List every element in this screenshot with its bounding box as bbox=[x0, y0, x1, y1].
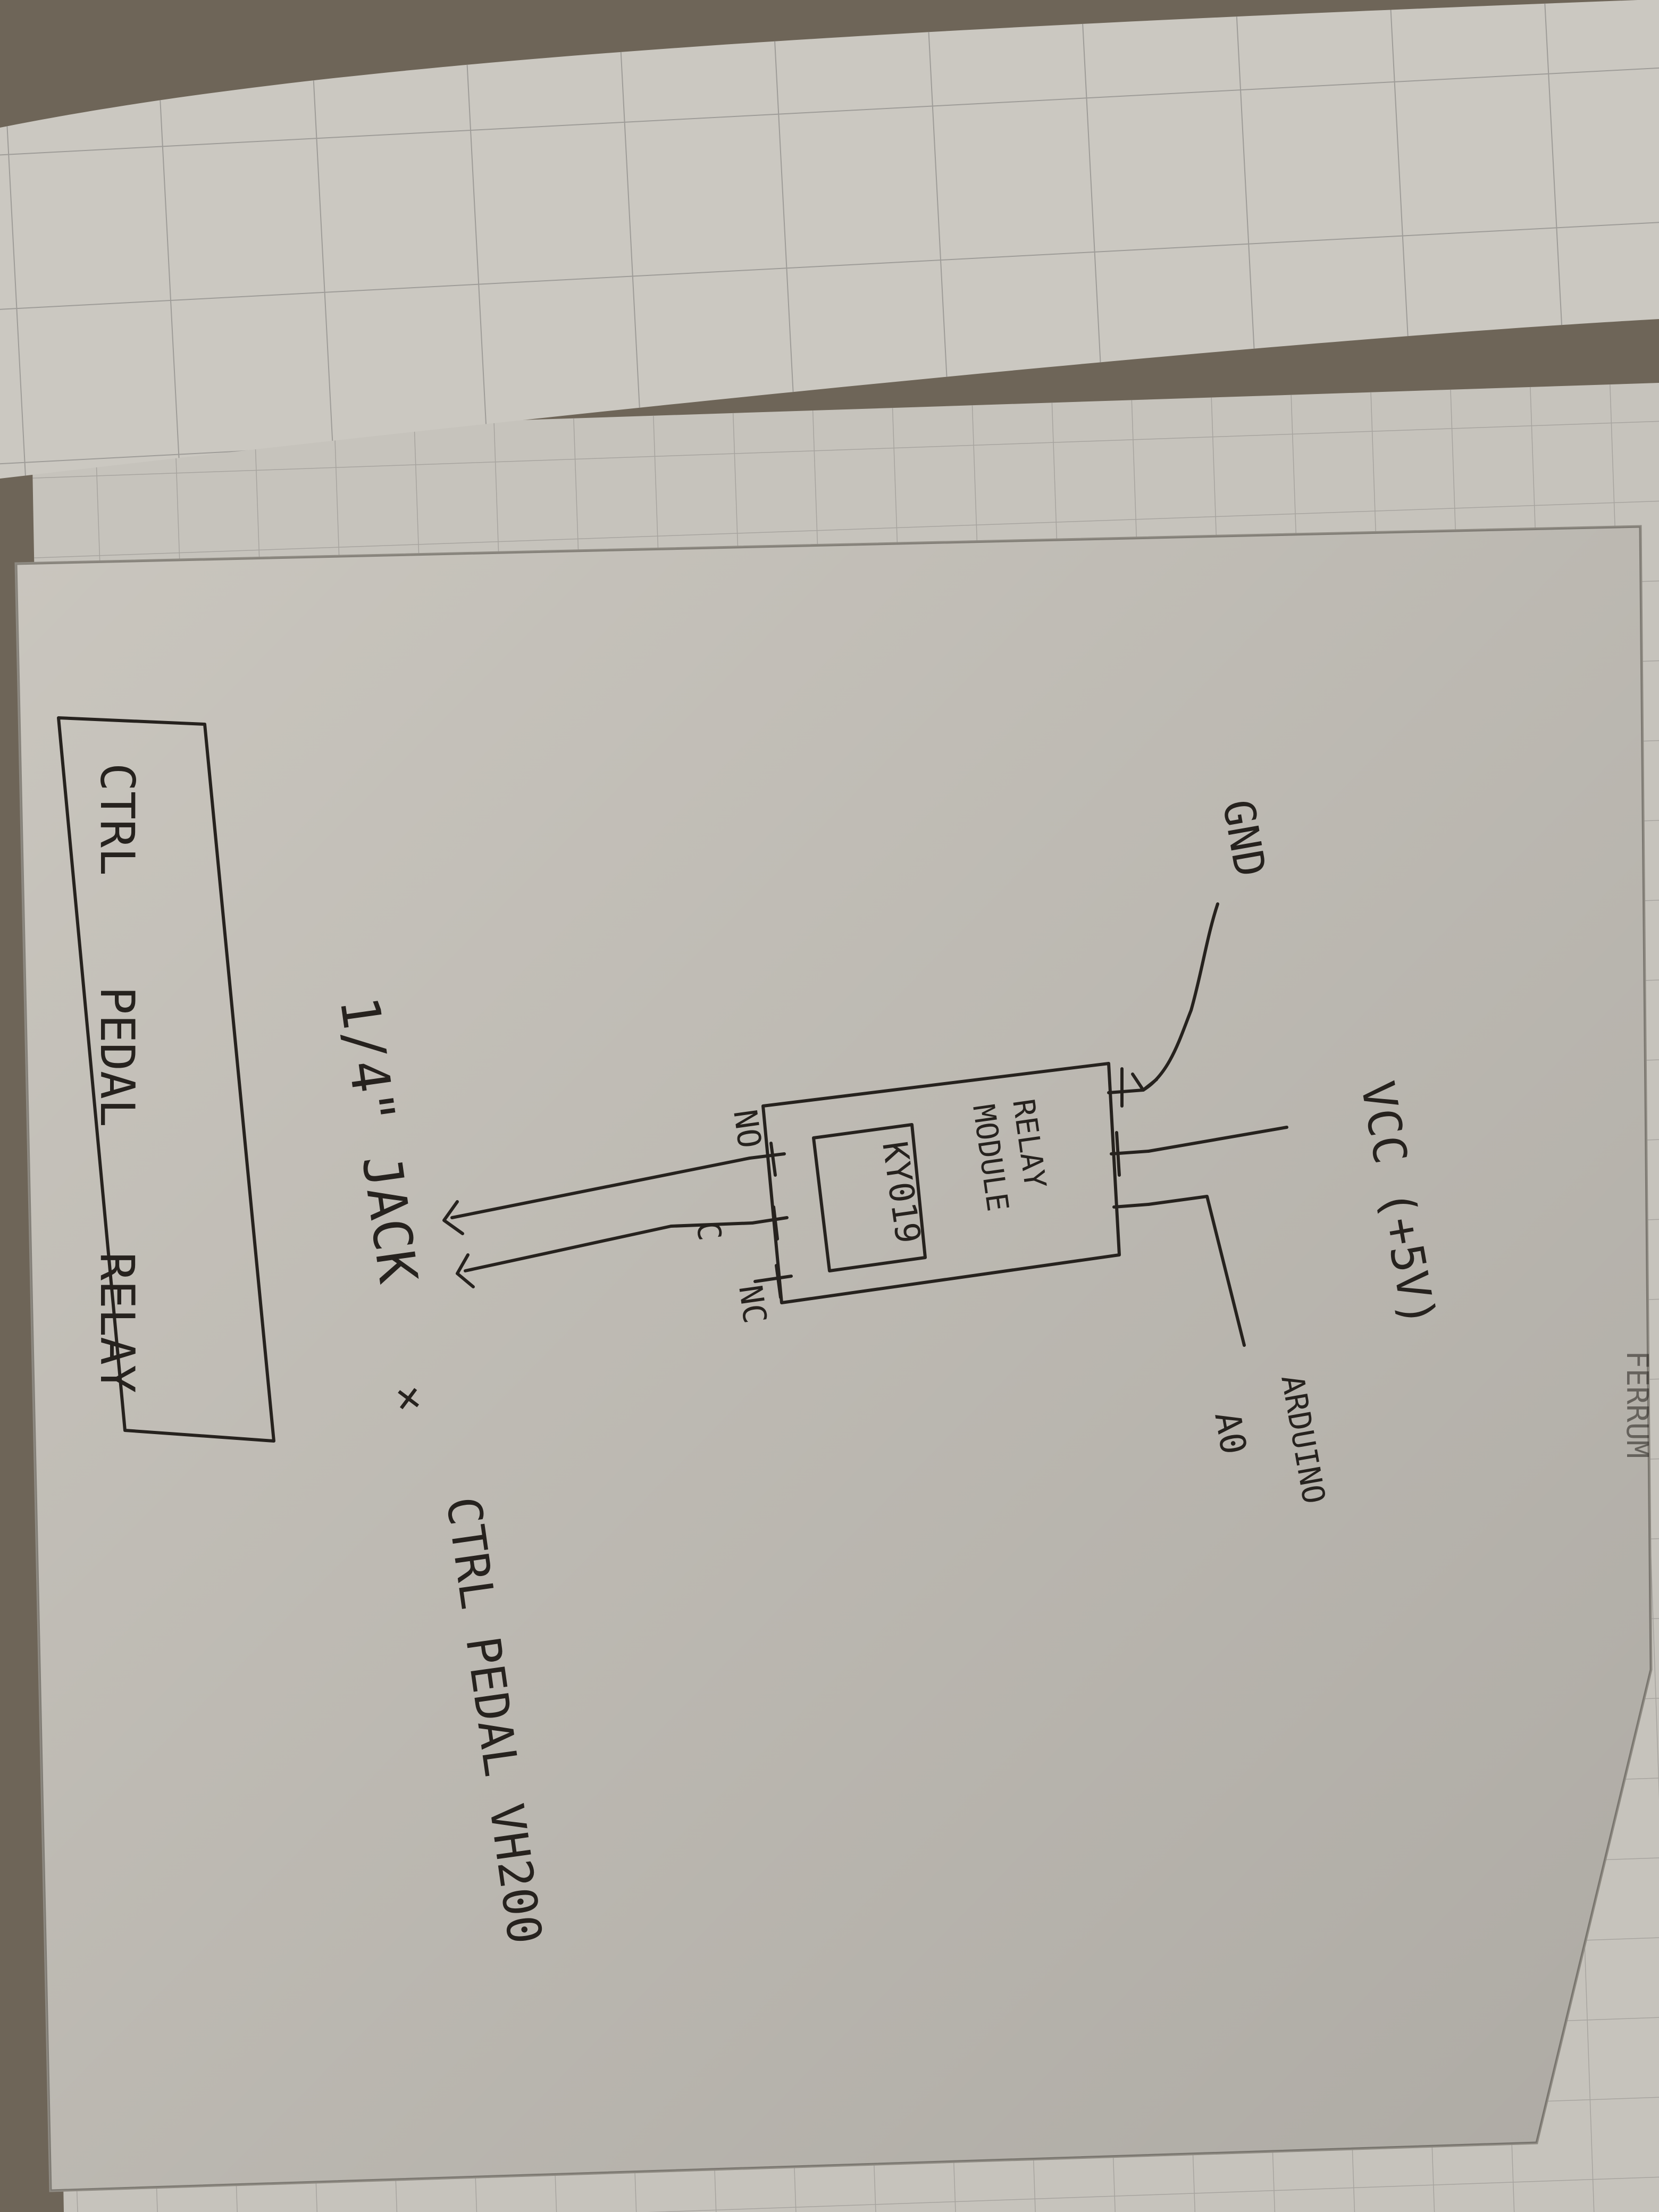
power-pins bbox=[1107, 1067, 1150, 1209]
no-wire-arrow bbox=[442, 1200, 464, 1235]
svg-text:NC: NC bbox=[731, 1283, 773, 1326]
gnd-wire bbox=[1142, 902, 1219, 1092]
svg-text:PEDAL: PEDAL bbox=[90, 986, 145, 1127]
c-wire bbox=[464, 1225, 673, 1272]
title-box bbox=[57, 716, 275, 1443]
relay-module-box bbox=[761, 1062, 1121, 1304]
svg-text:FERRUM: FERRUM bbox=[1620, 1351, 1654, 1458]
no-label: NO bbox=[726, 1107, 768, 1150]
svg-text:A0: A0 bbox=[1206, 1409, 1254, 1457]
edge-scribble: FERRUM bbox=[1620, 1351, 1654, 1458]
svg-text:NO: NO bbox=[726, 1107, 768, 1150]
title-text: CTRL PEDAL RELAY bbox=[90, 763, 145, 1393]
vcc-wire bbox=[1147, 1126, 1288, 1153]
a0-wire bbox=[1147, 1195, 1246, 1347]
gnd-arrow bbox=[1131, 1073, 1158, 1092]
sketch-sheet bbox=[14, 525, 1653, 2192]
c-wire-stub bbox=[669, 1221, 754, 1228]
arduino-pin-label: A0 bbox=[1206, 1409, 1254, 1457]
svg-text:RELAY: RELAY bbox=[90, 1252, 145, 1393]
svg-text:CTRL: CTRL bbox=[90, 763, 145, 876]
nc-label: NC bbox=[731, 1283, 773, 1326]
c-wire-arrow bbox=[456, 1253, 475, 1288]
relay-part-box bbox=[812, 1123, 927, 1272]
no-wire bbox=[450, 1157, 751, 1219]
switch-pins bbox=[748, 1142, 793, 1299]
